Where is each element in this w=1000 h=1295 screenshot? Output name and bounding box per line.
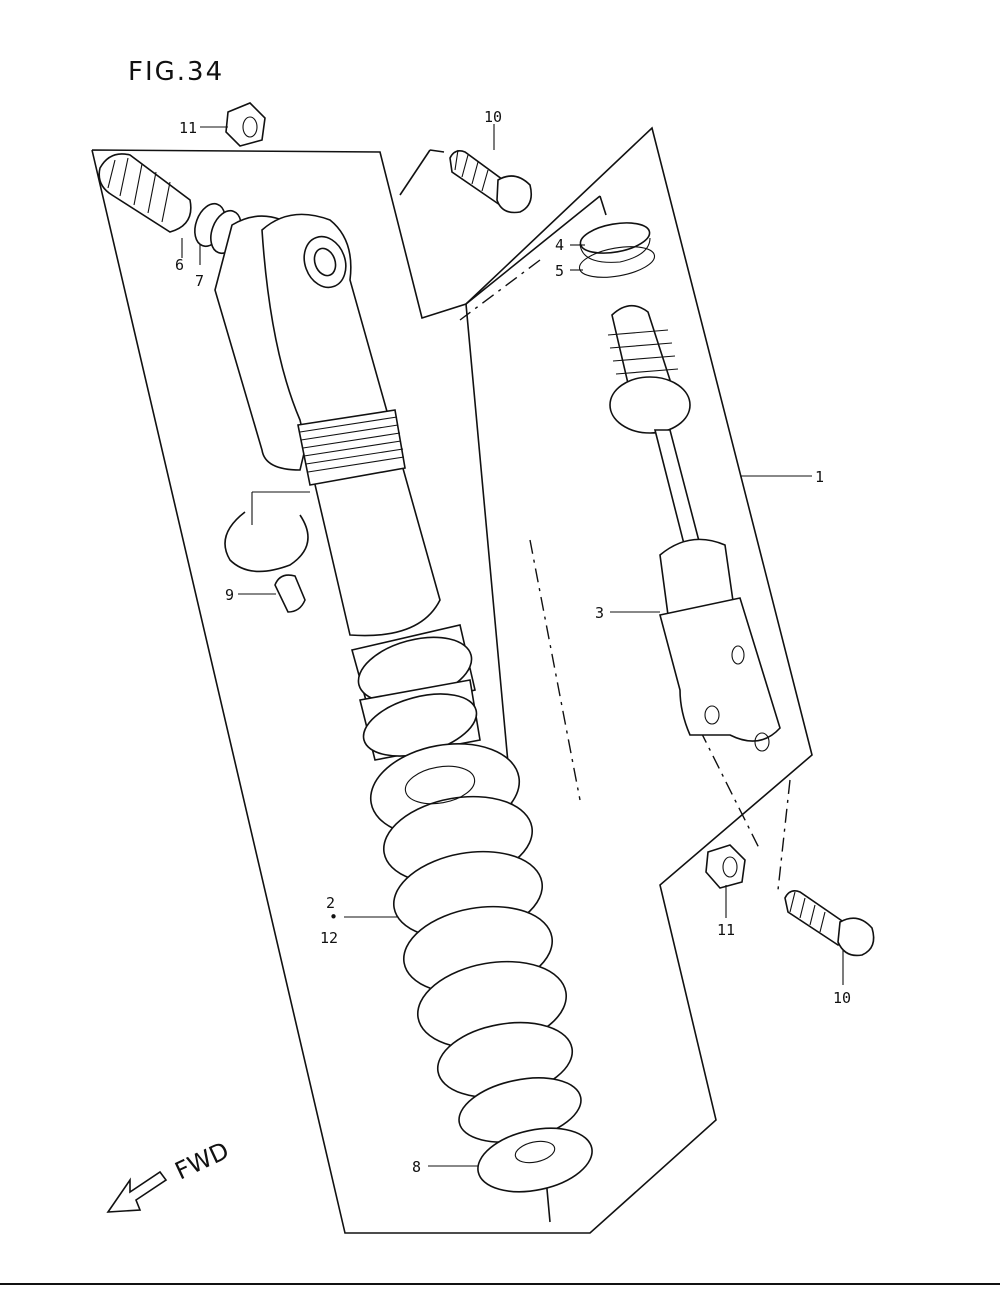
center-lines: [459, 259, 791, 891]
callout-10-bottom: 10: [833, 989, 851, 1007]
coil-spring-part: [369, 743, 574, 1099]
snap-ring-part: [224, 491, 310, 573]
damper-rod-part: [607, 304, 736, 624]
figure-title: FIG.34: [128, 57, 224, 87]
callout-2-dot: •: [329, 908, 338, 926]
callout-1: 1: [815, 468, 824, 486]
callout-9: 9: [225, 586, 234, 604]
callout-6: 6: [175, 256, 184, 274]
callout-8: 8: [412, 1158, 421, 1176]
lock-nut-part: [351, 624, 481, 761]
callout-10-top: 10: [484, 108, 502, 126]
forward-arrow-icon: [106, 1170, 168, 1213]
callout-2: 2: [326, 894, 335, 912]
callout-11-top: 11: [179, 119, 197, 137]
subassembly-outline: [465, 195, 607, 305]
bolt-top-part: [449, 149, 533, 214]
bolt-bottom-part: [784, 890, 875, 957]
callout-7: 7: [195, 272, 204, 290]
shock-body-part: [214, 213, 441, 637]
valve-cap-part: [274, 574, 306, 613]
callout-12: 12: [320, 929, 338, 947]
callout-4: 4: [555, 236, 564, 254]
direction-label: FWD: [171, 1136, 234, 1185]
callout-11-bottom: 11: [717, 921, 735, 939]
callout-5: 5: [555, 262, 564, 280]
leader-lines: [181, 124, 844, 1167]
callout-3: 3: [595, 604, 604, 622]
seal-part: [578, 222, 656, 278]
nut-bottom-part: [705, 844, 746, 889]
dust-boot-part: [98, 153, 192, 233]
nut-top-part: [225, 102, 266, 147]
lower-bracket-part: [659, 597, 781, 752]
spring-seat-part: [458, 1077, 593, 1193]
